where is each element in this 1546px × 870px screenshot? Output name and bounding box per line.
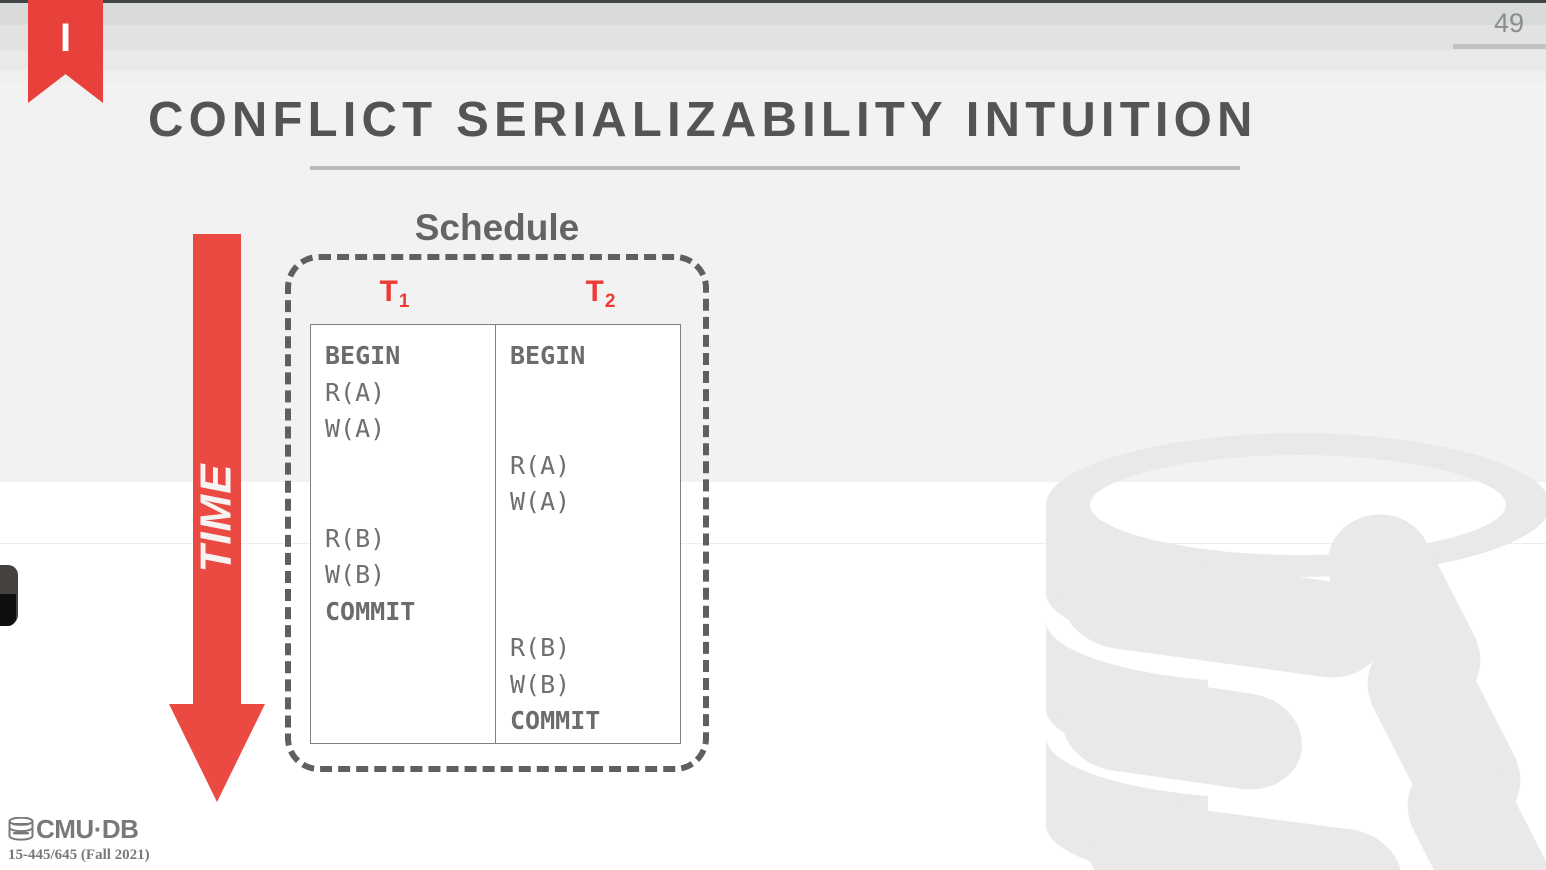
schedule-op: R(A) — [325, 377, 386, 407]
database-icon — [8, 817, 34, 841]
schedule-op-blank — [325, 667, 495, 704]
footer: CMU·DB 15-445/645 (Fall 2021) — [8, 816, 150, 864]
left-edge-shape-dark — [0, 594, 16, 626]
background-band-4 — [0, 70, 1546, 82]
cmudb-logo-text: CMU·DB — [36, 814, 139, 844]
schedule-op: R(B) — [510, 633, 571, 662]
schedule-op: W(B) — [325, 560, 386, 589]
transaction-headers: T1 T2 — [291, 275, 703, 312]
schedule-column-t2: BEGIN R(A) W(A) R(B) W(B) COMMIT — [495, 325, 680, 743]
schedule-op: W(A) — [510, 487, 571, 516]
schedule-op-blank — [510, 411, 680, 448]
schedule-op-blank — [510, 521, 680, 558]
cmudb-database-watermark — [1046, 433, 1546, 870]
schedule-op: R(B) — [325, 523, 386, 553]
schedule-op-blank — [325, 448, 495, 485]
slide-number-rule — [1453, 44, 1546, 49]
schedule-dashed-container — [285, 254, 709, 772]
t2-name: T — [585, 275, 604, 308]
cmudb-logo: CMU·DB — [8, 816, 150, 842]
schedule-op-blank — [510, 375, 680, 412]
schedule-op: COMMIT — [510, 706, 601, 735]
schedule-op-blank — [325, 703, 495, 740]
slide-number: 49 — [1493, 8, 1524, 38]
schedule-op: R(A) — [510, 450, 571, 480]
background-band-main — [0, 82, 1546, 482]
title-underline — [310, 166, 1240, 170]
schedule-op: BEGIN — [510, 341, 586, 370]
schedule-op: W(A) — [325, 414, 386, 443]
time-arrow-icon — [169, 234, 265, 802]
schedule-column-t1: BEGIN R(A) W(A) R(B) W(B) COMMIT — [311, 325, 495, 743]
t1-name: T — [379, 275, 398, 308]
background-band-1 — [0, 3, 1546, 25]
top-rule — [0, 0, 1546, 3]
schedule-op-blank — [510, 557, 680, 594]
transaction-header-t1: T1 — [291, 275, 497, 312]
t2-subscript: 2 — [604, 291, 616, 312]
t1-subscript: 1 — [398, 291, 410, 312]
schedule-op-blank — [325, 484, 495, 521]
schedule-table: BEGIN R(A) W(A) R(B) W(B) COMMIT BEGIN R(A) W… — [310, 324, 681, 744]
schedule-op: COMMIT — [325, 596, 416, 626]
schedule-heading: Schedule — [414, 207, 580, 248]
course-label: 15-445/645 (Fall 2021) — [8, 847, 150, 863]
ribbon-letter: I — [59, 16, 72, 60]
schedule-op: W(B) — [510, 669, 571, 699]
page-title: CONFLICT SERIALIZABILITY INTUITION — [148, 93, 1258, 147]
schedule-op-blank — [325, 630, 495, 667]
schedule-op-blank — [510, 594, 680, 631]
background-hairline — [0, 543, 1546, 544]
transaction-header-t2: T2 — [497, 275, 703, 312]
background-band-3 — [0, 50, 1546, 70]
schedule-op: BEGIN — [325, 341, 401, 370]
background-band-2 — [0, 25, 1546, 50]
